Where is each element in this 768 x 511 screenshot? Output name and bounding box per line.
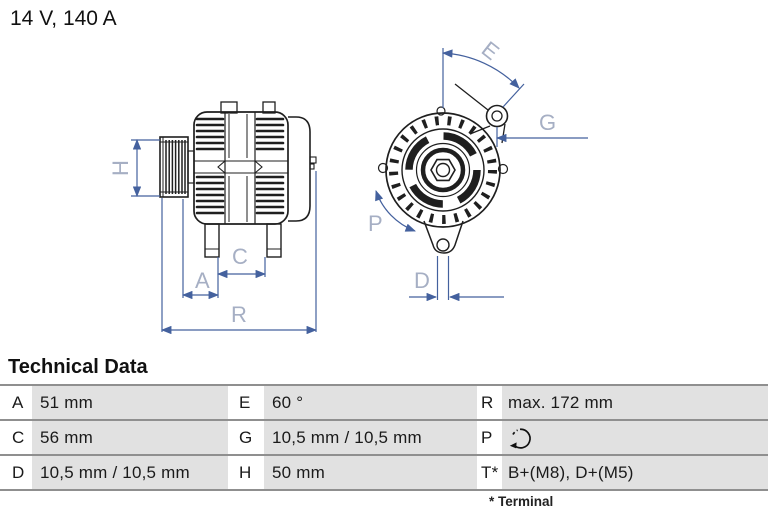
rotation-direction-cell — [502, 421, 768, 454]
dim-value-a: 51 mm — [32, 386, 228, 419]
dim-value-d: 10,5 mm / 10,5 mm — [32, 456, 228, 489]
dimension-label-c: C — [232, 244, 248, 269]
alternator-side-view — [159, 101, 317, 258]
dimension-label-r: R — [231, 302, 247, 327]
dimension-label-g: G — [539, 110, 556, 135]
table-row: D 10,5 mm / 10,5 mm H 50 mm T* B+(M8), D… — [0, 456, 768, 491]
dim-value-g: 10,5 mm / 10,5 mm — [264, 421, 477, 454]
dimension-label-a: A — [195, 268, 210, 293]
terminal-footnote: * Terminal — [489, 494, 554, 509]
dim-value-h: 50 mm — [264, 456, 477, 489]
dimension-label-d: D — [414, 268, 430, 293]
dimension-label-h: H — [108, 160, 133, 176]
dim-key-r: R — [477, 386, 502, 419]
dim-key-h: H — [228, 456, 264, 489]
dimension-label-e: E — [477, 36, 504, 65]
dimension-label-p: P — [368, 211, 383, 236]
dim-key-g: G — [228, 421, 264, 454]
dim-key-d: D — [0, 456, 32, 489]
counterclockwise-rotation-icon — [509, 427, 531, 449]
voltage-amperage-title: 14 V, 140 A — [10, 7, 117, 30]
dim-key-p: P — [477, 421, 502, 454]
alternator-front-view — [377, 83, 509, 254]
alternator-technical-drawing: H A C R E G P D — [108, 36, 588, 335]
dim-key-a: A — [0, 386, 32, 419]
dim-value-r: max. 172 mm — [502, 386, 768, 419]
technical-data-heading: Technical Data — [8, 356, 148, 378]
dim-value-t: B+(M8), D+(M5) — [502, 456, 768, 489]
technical-data-table: A 51 mm E 60 ° R max. 172 mm C 56 mm G 1… — [0, 384, 768, 491]
technical-data-section: Technical Data A 51 mm E 60 ° R max. 172… — [0, 355, 768, 509]
dim-value-c: 56 mm — [32, 421, 228, 454]
dimension-lines — [131, 48, 588, 335]
dim-key-e: E — [228, 386, 264, 419]
table-row: C 56 mm G 10,5 mm / 10,5 mm P — [0, 421, 768, 456]
dim-key-t: T* — [477, 456, 502, 489]
table-row: A 51 mm E 60 ° R max. 172 mm — [0, 386, 768, 421]
dim-key-c: C — [0, 421, 32, 454]
dim-value-e: 60 ° — [264, 386, 477, 419]
